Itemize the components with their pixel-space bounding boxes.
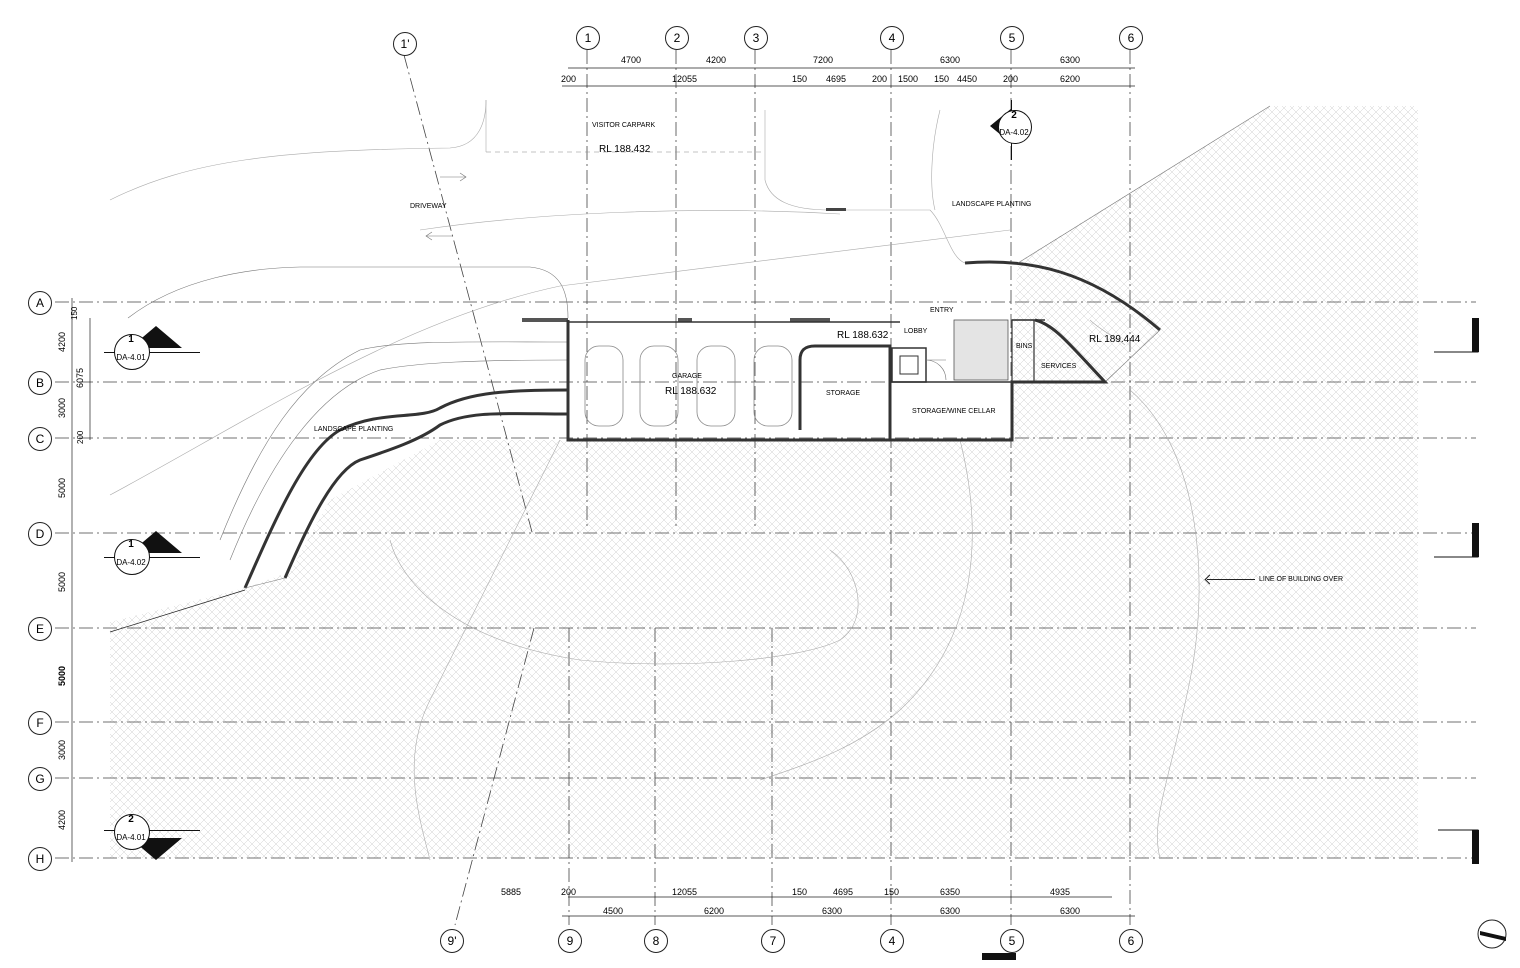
dimension-text: 4200 [57, 331, 67, 352]
section-cut-marks-right [982, 318, 1479, 960]
grid-bubble-7-bottom: 7 [761, 929, 785, 953]
dimension-text: 5000 [57, 665, 67, 686]
label-garage: GARAGE [672, 373, 702, 380]
label-landscape-left: LANDSCAPE PLANTING [314, 426, 394, 433]
dimension-text: 4200 [706, 55, 727, 65]
dimension-text: 12055 [672, 74, 698, 84]
label-visitor-carpark: VISITOR CARPARK [592, 122, 656, 129]
dimension-text: 4695 [826, 74, 847, 84]
grid-bubble-6-top: 6 [1119, 26, 1143, 50]
site-linework [109, 99, 1271, 861]
dimension-text: 3000 [57, 397, 67, 418]
dimension-text: 5885 [501, 887, 522, 897]
label-line-building-over: LINE OF BUILDING OVER [1204, 574, 1343, 585]
section-marker: 2 DA-4.02 [990, 100, 1040, 160]
grid-bubble-9prime: 9' [440, 929, 464, 953]
dimension-text: 4700 [621, 55, 642, 65]
section-marker: 1 DA-4.02 [104, 531, 200, 577]
label-landscape-top: LANDSCAPE PLANTING [952, 201, 1032, 208]
label-rl-services: RL 189.444 [1089, 334, 1141, 345]
grid-bubble-G: G [28, 767, 52, 791]
grid-bubble-9-bottom: 9 [558, 929, 582, 953]
dimension-text: 4500 [603, 906, 624, 916]
label-rl-visitor: RL 188.432 [599, 144, 651, 155]
label-rl-lobby: RL 188.632 [837, 330, 889, 341]
grid-bubble-5-top: 5 [1000, 26, 1024, 50]
label-rl-garage: RL 188.632 [665, 386, 717, 397]
grid-bubble-6-bottom: 6 [1119, 929, 1143, 953]
label-driveway: DRIVEWAY [410, 203, 447, 210]
grid-bubble-1prime: 1' [393, 32, 417, 56]
dimension-text: 200 [1003, 74, 1019, 84]
dimension-text: 4450 [957, 74, 978, 84]
label-lobby: LOBBY [904, 328, 928, 335]
dimension-text: 200 [872, 74, 888, 84]
grid-bubble-D: D [28, 522, 52, 546]
grid-bubble-3-top: 3 [744, 26, 768, 50]
dimension-text: 3000 [57, 739, 67, 760]
label-storage: STORAGE [826, 390, 861, 397]
dimension-text: 200 [76, 430, 85, 444]
dimension-text: 6300 [940, 906, 961, 916]
section-marker: 2 DA-4.01 [104, 810, 200, 860]
grid-bubble-B: B [28, 371, 52, 395]
grid-bubble-E: E [28, 617, 52, 641]
dimension-text: 150 [884, 887, 900, 897]
dimension-lines [71, 67, 1135, 917]
label-bins: BINS [1016, 343, 1033, 350]
dimension-text: 150 [934, 74, 950, 84]
dimension-text: 6075 [75, 367, 85, 388]
label-entry: ENTRY [930, 307, 954, 314]
dimension-text: 150 [70, 306, 79, 320]
grid-bubble-C: C [28, 427, 52, 451]
dimension-text: 4695 [833, 887, 854, 897]
grid-bubble-2-top: 2 [665, 26, 689, 50]
dimension-text: 5000 [57, 477, 67, 498]
building-walls [522, 318, 1109, 442]
section-marker: 1 DA-4.01 [104, 326, 200, 372]
grid-bubble-A: A [28, 291, 52, 315]
dimension-text: 12055 [672, 887, 698, 897]
dimension-text: 6200 [704, 906, 725, 916]
dimension-text: 6300 [940, 55, 961, 65]
grid-bubble-5-bottom: 5 [1000, 929, 1024, 953]
dimension-text: 5000 [57, 571, 67, 592]
grid-bubble-H: H [28, 847, 52, 871]
grid-bubble-4-bottom: 4 [880, 929, 904, 953]
dimension-text: 200 [561, 887, 577, 897]
dimension-text: 7200 [813, 55, 834, 65]
car-outlines [584, 345, 793, 427]
arrow-left-icon [1204, 574, 1255, 585]
label-storage-wine: STORAGE/WINE CELLAR [912, 408, 996, 415]
dimension-text: 6300 [1060, 906, 1081, 916]
dimension-text: 6300 [822, 906, 843, 916]
label-services: SERVICES [1041, 363, 1077, 370]
dimension-text: 6200 [1060, 74, 1081, 84]
grid-bubble-F: F [28, 711, 52, 735]
grid-bubble-8-bottom: 8 [644, 929, 668, 953]
dimension-text: 1500 [898, 74, 919, 84]
dimension-text: 4200 [57, 809, 67, 830]
grid-lines-vertical [403, 50, 1131, 926]
dimension-text: 4935 [1050, 887, 1071, 897]
dimension-text: 150 [792, 74, 808, 84]
dimension-text: 200 [561, 74, 577, 84]
dimension-text: 6300 [1060, 55, 1081, 65]
grid-bubble-4-top: 4 [880, 26, 904, 50]
grid-bubble-1-top: 1 [576, 26, 600, 50]
dimension-text: 150 [792, 887, 808, 897]
grid-lines-horizontal [55, 301, 1476, 859]
dimension-text: 6350 [940, 887, 961, 897]
north-arrow-icon [1477, 919, 1507, 949]
site-hatch [110, 106, 1418, 858]
